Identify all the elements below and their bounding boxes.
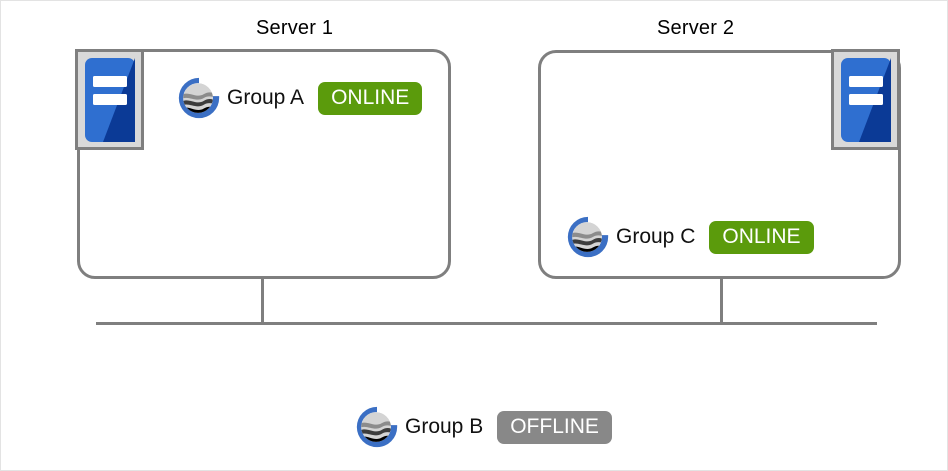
group-c-status-badge: ONLINE [709, 220, 814, 254]
network-bus-line [96, 322, 877, 325]
group-b-label: Group B [405, 415, 484, 438]
server-1-drop-line [261, 278, 264, 324]
group-row-group-c[interactable]: Group C ONLINE [564, 213, 814, 261]
server-2-title: Server 2 [657, 17, 735, 39]
group-b-status-badge: OFFLINE [497, 410, 612, 444]
server-2-machine-icon [831, 49, 900, 150]
group-a-status-badge: ONLINE [318, 81, 423, 115]
server-1-title: Server 1 [256, 17, 334, 39]
globe-g-logo-icon [178, 77, 220, 119]
group-c-label: Group C [616, 225, 696, 248]
group-row-group-a[interactable]: Group A ONLINE [175, 74, 423, 122]
globe-g-logo-icon [567, 216, 609, 258]
globe-g-logo-icon [356, 406, 398, 448]
server-2-drop-line [720, 278, 723, 324]
group-a-label: Group A [227, 86, 305, 109]
server-1-machine-icon [75, 49, 144, 150]
group-row-group-b[interactable]: Group B OFFLINE [353, 403, 612, 451]
